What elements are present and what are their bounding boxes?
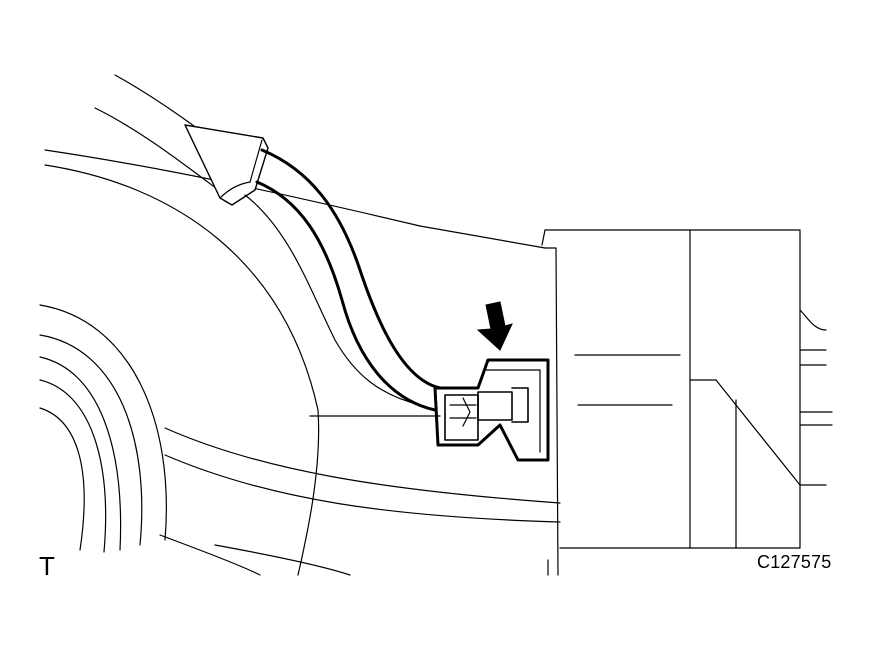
connector bbox=[433, 358, 550, 462]
wheel-outline bbox=[39, 304, 167, 553]
figure-id-label: C127575 bbox=[757, 552, 832, 572]
housing bbox=[541, 229, 833, 576]
arrow-down-icon bbox=[476, 301, 513, 351]
mounting-rail bbox=[164, 427, 561, 523]
wire-leads bbox=[244, 148, 442, 412]
view-mark: T bbox=[39, 551, 55, 581]
wire-harness-sleeve bbox=[94, 74, 269, 206]
